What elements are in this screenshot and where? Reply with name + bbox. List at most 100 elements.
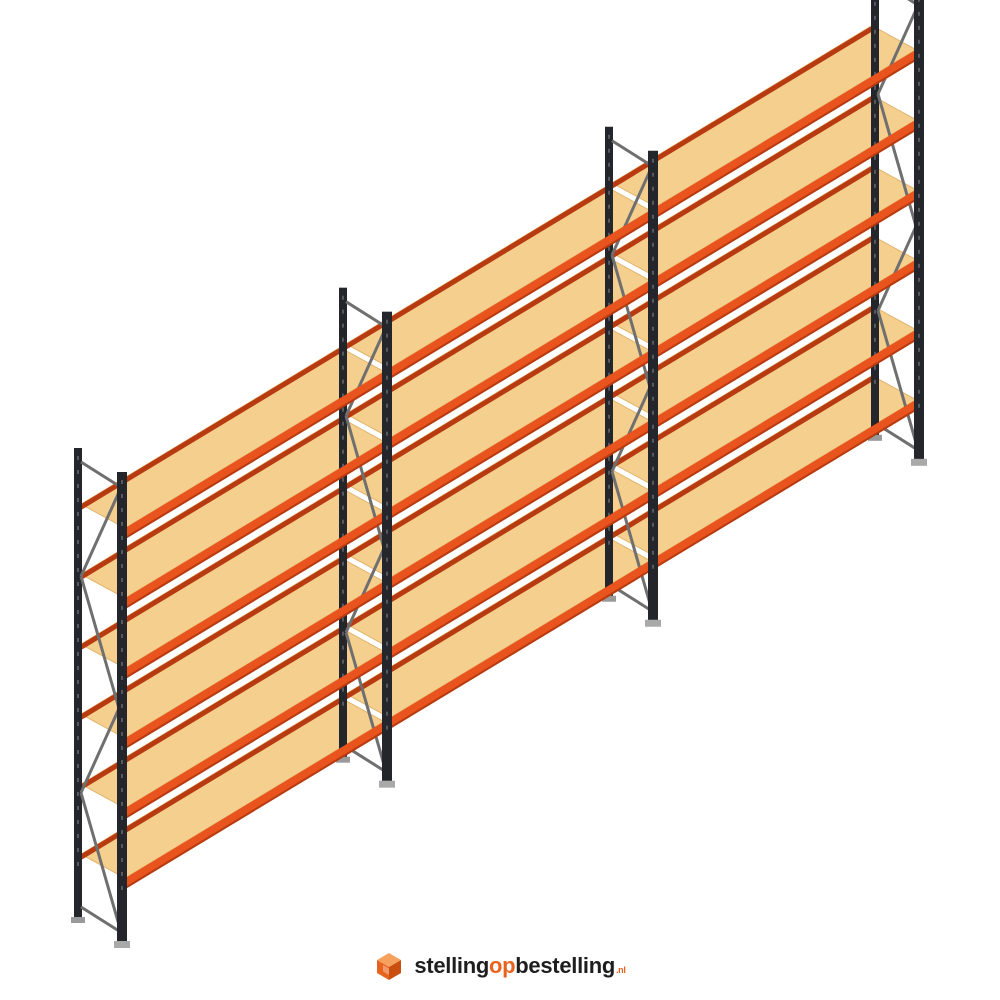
front-beam bbox=[125, 581, 384, 750]
horizontal-brace bbox=[80, 460, 120, 488]
upright-slot bbox=[652, 396, 654, 401]
upright-slot bbox=[874, 379, 876, 384]
upright-slot bbox=[918, 11, 920, 16]
upright-slot bbox=[608, 470, 610, 475]
front-beam-shadow bbox=[389, 359, 651, 519]
front-beam-shadow bbox=[124, 660, 385, 820]
front-beam-shadow bbox=[124, 450, 385, 610]
upright-slot bbox=[77, 540, 79, 544]
upright-slot bbox=[77, 554, 79, 558]
diagonal-brace bbox=[876, 310, 918, 444]
upright-slot bbox=[386, 333, 388, 338]
front-beam-shadow bbox=[389, 219, 651, 379]
upright-slot bbox=[652, 480, 654, 485]
upright-slot bbox=[121, 606, 123, 610]
back-upright bbox=[74, 448, 82, 921]
upright-slot bbox=[918, 263, 920, 268]
upright-slot bbox=[121, 662, 123, 666]
front-beam bbox=[656, 399, 916, 568]
upright-slot bbox=[874, 57, 876, 62]
back-upright bbox=[605, 126, 613, 600]
upright-slot bbox=[874, 351, 876, 356]
upright-slot bbox=[342, 519, 344, 524]
upright-slot bbox=[608, 442, 610, 447]
upright-slot bbox=[386, 431, 388, 436]
upright-slot bbox=[874, 267, 876, 272]
upright-slot bbox=[121, 816, 123, 820]
upright-slot bbox=[121, 690, 123, 694]
upright-slot bbox=[608, 176, 610, 181]
base-plate bbox=[336, 756, 350, 763]
upright-slot bbox=[652, 270, 654, 275]
upright-slot bbox=[342, 659, 344, 664]
upright-slot bbox=[342, 687, 344, 692]
front-beam-shadow bbox=[655, 338, 917, 498]
upright-slot bbox=[874, 127, 876, 132]
front-beam bbox=[656, 189, 916, 358]
front-beam-shadow bbox=[389, 569, 651, 729]
upright-slot bbox=[121, 802, 123, 806]
upright-slot bbox=[386, 641, 388, 646]
upright-slot bbox=[342, 337, 344, 342]
upright-slot bbox=[342, 323, 344, 328]
upright-slot bbox=[121, 718, 123, 722]
upright-slot bbox=[874, 71, 876, 76]
upright-slot bbox=[918, 375, 920, 380]
upright-slot bbox=[121, 648, 123, 652]
upright-slot bbox=[652, 522, 654, 527]
upright-slot bbox=[121, 480, 123, 484]
upright-slot bbox=[342, 561, 344, 566]
base-plate bbox=[911, 458, 927, 466]
upright-slot bbox=[77, 848, 79, 852]
upright-slot bbox=[652, 172, 654, 177]
diagonal-brace bbox=[610, 471, 652, 605]
upright-slot bbox=[918, 95, 920, 100]
upright-slot bbox=[874, 365, 876, 370]
upright-slot bbox=[918, 0, 920, 2]
brand-tld: .nl bbox=[615, 965, 626, 975]
upright-slot bbox=[342, 645, 344, 650]
upright-slot bbox=[608, 372, 610, 377]
horizontal-brace bbox=[345, 300, 385, 327]
diagonal-brace bbox=[344, 547, 386, 634]
upright-slot bbox=[918, 207, 920, 212]
upright-slot bbox=[918, 165, 920, 170]
upright-slot bbox=[652, 452, 654, 457]
back-upright bbox=[339, 287, 347, 761]
upright-slot bbox=[652, 214, 654, 219]
upright-slot bbox=[608, 274, 610, 279]
front-beam-shadow bbox=[655, 268, 917, 428]
upright-slot bbox=[918, 277, 920, 282]
upright-slot bbox=[121, 844, 123, 848]
upright-slot bbox=[386, 319, 388, 324]
upright-slot bbox=[77, 526, 79, 530]
upright-slot bbox=[874, 281, 876, 286]
upright-slot bbox=[342, 631, 344, 636]
upright-slot bbox=[121, 494, 123, 498]
upright-slot bbox=[874, 211, 876, 216]
upright-slot bbox=[342, 393, 344, 398]
upright-slot bbox=[608, 428, 610, 433]
diagonal-brace bbox=[79, 575, 121, 709]
upright-slot bbox=[918, 389, 920, 394]
upright-slot bbox=[874, 85, 876, 90]
upright-slot bbox=[342, 491, 344, 496]
upright-slot bbox=[386, 711, 388, 716]
upright-slot bbox=[121, 746, 123, 750]
brand-word-2: op bbox=[489, 953, 516, 978]
upright-slot bbox=[918, 193, 920, 198]
base-plate bbox=[114, 941, 130, 948]
upright-slot bbox=[77, 862, 79, 866]
upright-slot bbox=[652, 466, 654, 471]
upright-slot bbox=[874, 29, 876, 34]
front-beam bbox=[390, 350, 650, 519]
upright-slot bbox=[652, 494, 654, 499]
diagonal-brace bbox=[876, 225, 918, 312]
upright-slot bbox=[918, 361, 920, 366]
upright-slot bbox=[918, 221, 920, 226]
upright-slot bbox=[121, 522, 123, 526]
front-beam-shadow bbox=[389, 429, 651, 589]
upright-slot bbox=[918, 333, 920, 338]
front-beam bbox=[125, 651, 384, 820]
upright-slot bbox=[652, 284, 654, 289]
